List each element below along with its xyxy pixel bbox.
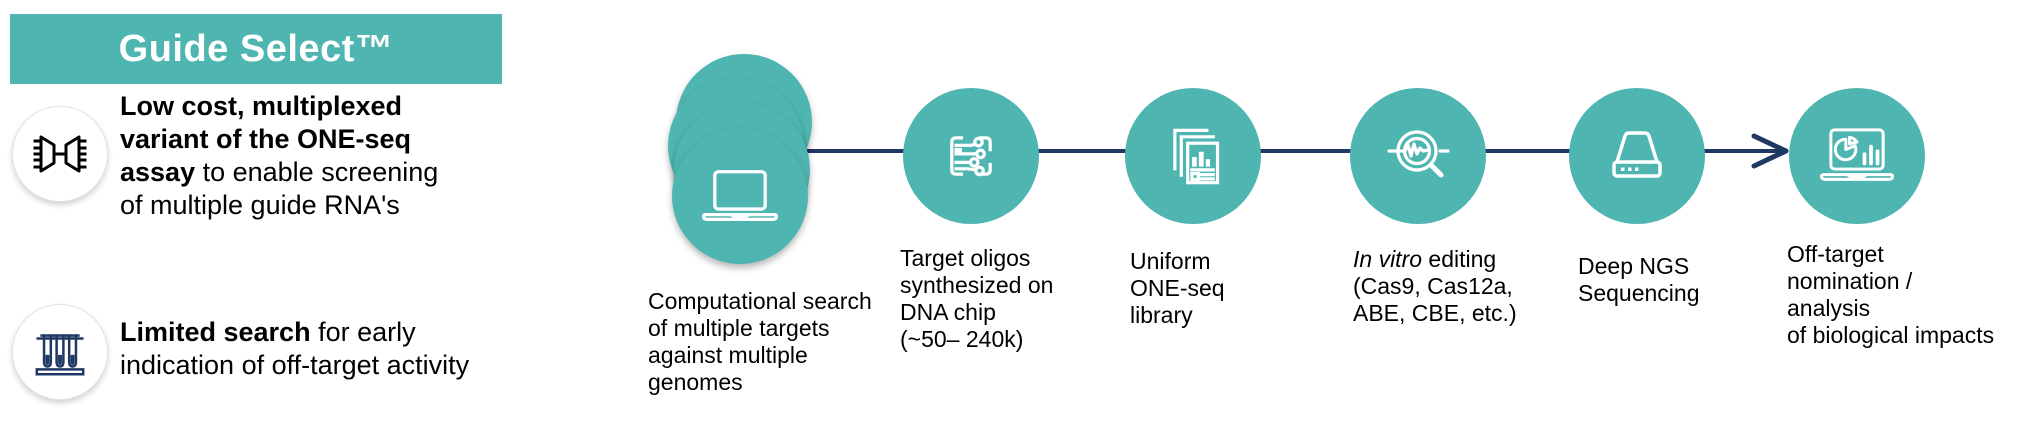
dna-multiplex-icon bbox=[30, 124, 90, 184]
stage-2-circle bbox=[903, 88, 1039, 224]
stage-1-circle bbox=[672, 128, 808, 264]
test-tubes-icon bbox=[31, 323, 89, 381]
stage-4-caption: In vitro editing(Cas9, Cas12a,ABE, CBE, … bbox=[1353, 246, 1517, 326]
laptop-icon bbox=[698, 167, 782, 225]
feature-2-icon-circle bbox=[12, 304, 108, 400]
laptop-charts-icon bbox=[1815, 126, 1899, 186]
flow-arrowhead-icon bbox=[1750, 133, 1790, 169]
flow-connector-line bbox=[740, 149, 1784, 153]
dna-chip-icon bbox=[939, 124, 1003, 188]
stage-4-circle bbox=[1350, 88, 1486, 224]
stage-6-circle bbox=[1789, 88, 1925, 224]
magnifier-wave-icon bbox=[1383, 121, 1453, 191]
stage-5-circle bbox=[1569, 88, 1705, 224]
hard-drive-icon bbox=[1601, 126, 1673, 186]
stage-3-circle bbox=[1125, 88, 1261, 224]
documents-chart-icon bbox=[1161, 124, 1225, 188]
page-title: Guide Select™ bbox=[118, 27, 394, 70]
feature-1-icon-circle bbox=[12, 106, 108, 202]
product-banner: Guide Select™ bbox=[10, 14, 502, 84]
